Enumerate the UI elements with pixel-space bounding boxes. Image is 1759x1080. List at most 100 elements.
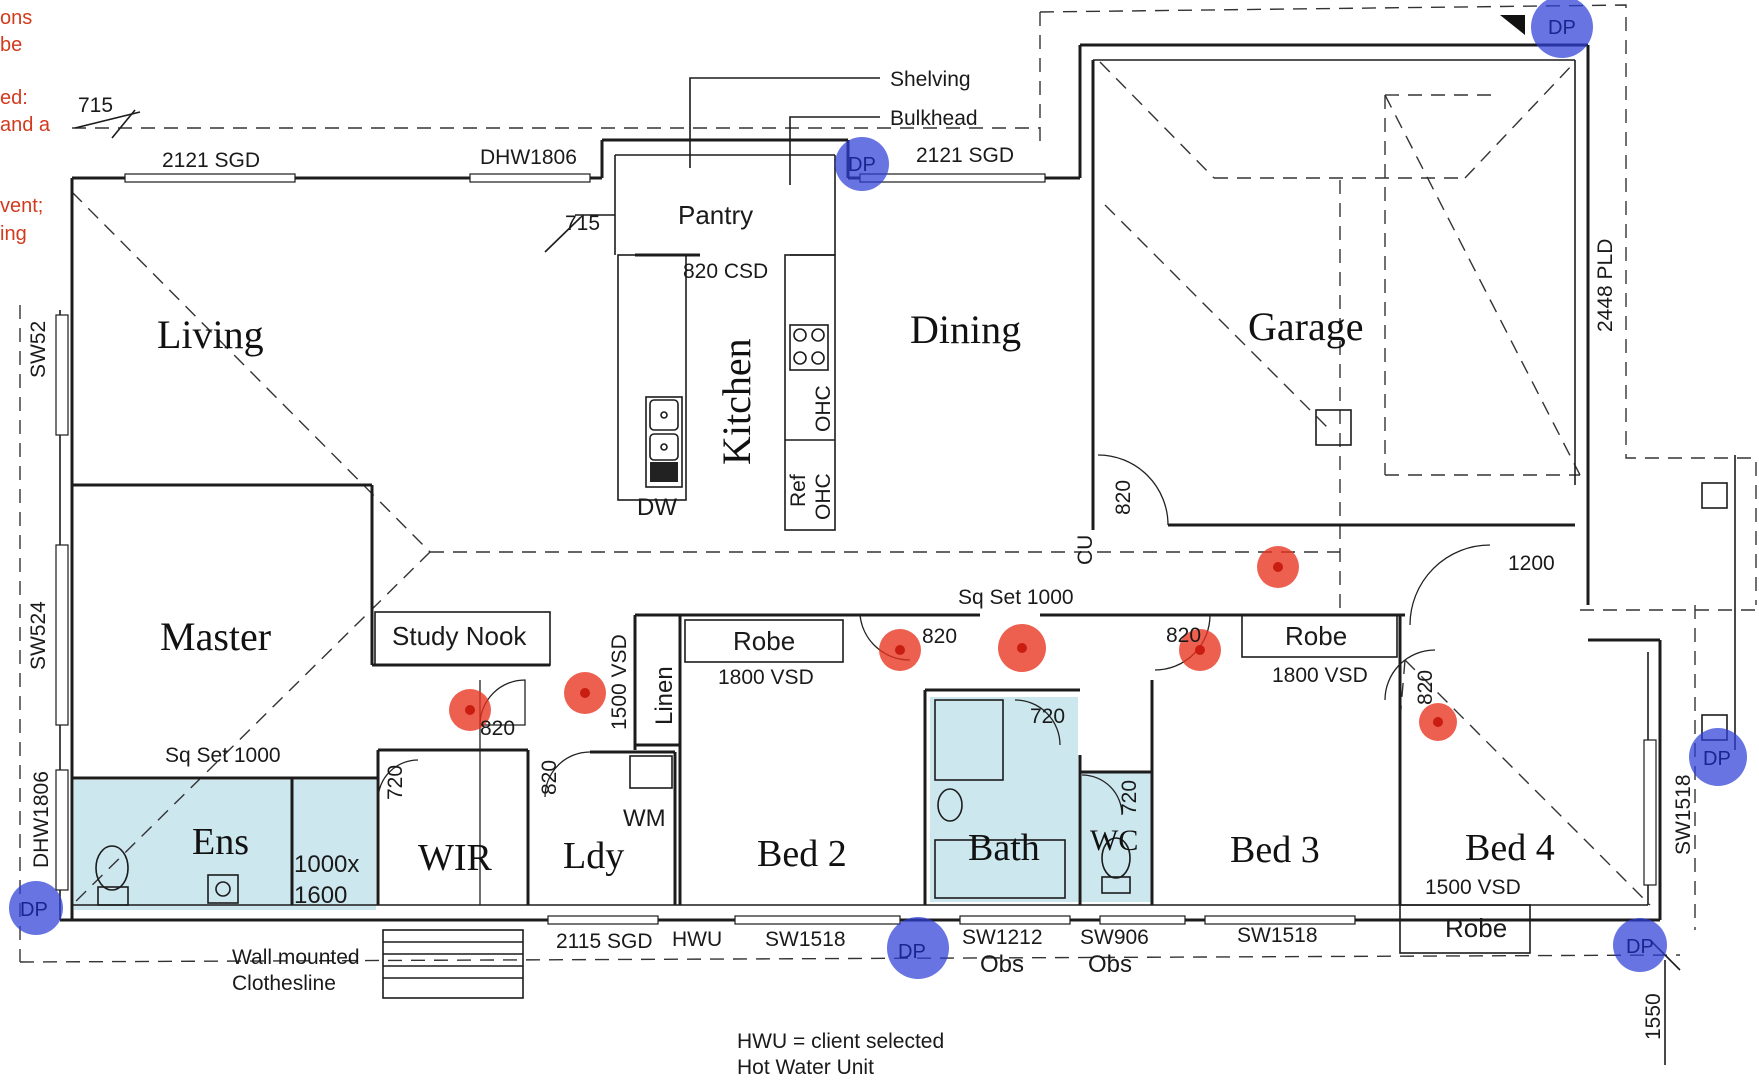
toilet-icon <box>95 837 1131 906</box>
svg-text:SW906: SW906 <box>1080 926 1149 949</box>
downpipe-label: DP <box>20 899 48 921</box>
svg-text:be: be <box>0 34 22 56</box>
room-bath: Bath <box>968 827 1040 869</box>
downpipe-label: DP <box>1548 17 1576 39</box>
svg-text:1800 VSD: 1800 VSD <box>1272 664 1368 687</box>
svg-text:1550: 1550 <box>1642 993 1665 1040</box>
svg-text:1200: 1200 <box>1508 552 1555 575</box>
svg-text:2115 SGD: 2115 SGD <box>556 930 653 953</box>
windows <box>55 173 1657 925</box>
room-kitchen: Kitchen <box>714 338 759 465</box>
svg-text:820: 820 <box>1166 624 1201 647</box>
downpipe-icon <box>1689 728 1747 786</box>
svg-text:820 CSD: 820 CSD <box>683 260 768 283</box>
svg-text:720: 720 <box>1030 705 1065 728</box>
svg-text:1600: 1600 <box>294 882 347 909</box>
svg-text:DW: DW <box>637 494 677 521</box>
svg-text:and a: and a <box>0 114 51 136</box>
svg-text:WM: WM <box>623 805 666 832</box>
room-dining: Dining <box>910 307 1021 352</box>
room-ens: Ens <box>192 821 249 863</box>
smoke-alarms <box>449 546 1457 741</box>
svg-text:820: 820 <box>538 760 561 795</box>
svg-text:DHW1806: DHW1806 <box>480 146 577 169</box>
ensuite-wet-area <box>74 780 376 910</box>
svg-text:1800 VSD: 1800 VSD <box>718 666 814 689</box>
downpipes: DP DP DP DP DP DP <box>9 0 1747 979</box>
svg-text:Ref: Ref <box>787 474 810 507</box>
room-wc: WC <box>1090 824 1138 857</box>
svg-text:HWU: HWU <box>672 928 722 951</box>
svg-text:SW1212: SW1212 <box>962 926 1043 949</box>
downpipe-icon <box>835 137 889 191</box>
svg-text:Shelving: Shelving <box>890 68 971 91</box>
room-bed2: Bed 2 <box>757 833 847 875</box>
svg-text:1500 VSD: 1500 VSD <box>1425 876 1521 899</box>
svg-text:Robe: Robe <box>1285 621 1347 651</box>
svg-text:Clothesline: Clothesline <box>232 972 336 995</box>
downpipe-label: DP <box>848 154 876 176</box>
svg-text:SW52: SW52 <box>27 321 50 378</box>
svg-text:HWU = client selected: HWU = client selected <box>737 1030 944 1053</box>
basin-icon <box>207 788 963 904</box>
svg-text:Wall mounted: Wall mounted <box>232 946 360 969</box>
walls <box>59 43 1736 999</box>
svg-text:ons: ons <box>0 7 32 29</box>
room-wir: WIR <box>418 837 493 879</box>
svg-text:Obs: Obs <box>980 951 1024 978</box>
svg-text:SW1518: SW1518 <box>1672 774 1695 855</box>
downpipe-icon <box>1531 0 1593 58</box>
svg-text:Sq Set 1000: Sq Set 1000 <box>165 744 281 767</box>
svg-text:720: 720 <box>1118 780 1141 815</box>
downpipe-label: DP <box>1703 748 1731 770</box>
svg-text:Bulkhead: Bulkhead <box>890 107 978 130</box>
svg-text:2121 SGD: 2121 SGD <box>916 144 1014 167</box>
svg-text:SW1518: SW1518 <box>1237 924 1318 947</box>
svg-text:820: 820 <box>922 625 957 648</box>
svg-text:CU: CU <box>1074 535 1097 565</box>
room-garage: Garage <box>1248 304 1363 349</box>
svg-text:Study Nook: Study Nook <box>392 621 527 651</box>
svg-text:SW1518: SW1518 <box>765 928 846 951</box>
svg-text:OHC: OHC <box>812 473 835 520</box>
svg-text:Obs: Obs <box>1088 951 1132 978</box>
downpipe-icon <box>9 881 63 935</box>
downpipe-icon <box>1613 918 1667 972</box>
downpipe-label: DP <box>1626 936 1654 958</box>
svg-text:2121 SGD: 2121 SGD <box>162 149 260 172</box>
svg-text:1000x: 1000x <box>294 851 359 878</box>
svg-text:DHW1806: DHW1806 <box>30 771 53 868</box>
downpipe-icon <box>887 917 949 979</box>
svg-text:ed:: ed: <box>0 87 28 109</box>
svg-text:820: 820 <box>1112 480 1135 515</box>
side-note: ons be ed: and a vent; ing <box>0 7 51 245</box>
svg-text:SW524: SW524 <box>27 601 50 670</box>
svg-text:1500 VSD: 1500 VSD <box>608 634 631 730</box>
svg-text:Hot Water Unit: Hot Water Unit <box>737 1056 874 1079</box>
svg-text:Robe: Robe <box>1445 913 1507 943</box>
svg-text:820: 820 <box>480 717 515 740</box>
room-labels: Living Kitchen Dining Garage Master Ens … <box>157 200 1555 879</box>
svg-text:Sq Set 1000: Sq Set 1000 <box>958 586 1074 609</box>
svg-text:720: 720 <box>384 765 407 800</box>
cooktop-icon <box>793 328 825 365</box>
room-pantry: Pantry <box>678 200 753 230</box>
room-master: Master <box>160 614 271 659</box>
svg-text:715: 715 <box>78 94 113 117</box>
svg-text:Robe: Robe <box>733 626 795 656</box>
sink-icon <box>649 399 679 482</box>
svg-text:715: 715 <box>565 212 600 235</box>
svg-text:2448 PLD: 2448 PLD <box>1594 239 1617 332</box>
downpipe-label: DP <box>898 941 926 963</box>
svg-text:Linen: Linen <box>651 666 678 725</box>
bath-wet-area <box>930 697 1078 902</box>
svg-text:820: 820 <box>1414 670 1437 705</box>
roof-outline <box>19 4 1757 963</box>
room-living: Living <box>157 312 264 357</box>
svg-text:vent;: vent; <box>0 195 43 217</box>
svg-text:OHC: OHC <box>812 385 835 432</box>
room-ldy: Ldy <box>563 835 624 877</box>
plan-annotations: Shelving Bulkhead 715 2121 SGD DHW1806 2… <box>27 68 1695 1079</box>
room-bed4: Bed 4 <box>1465 827 1555 869</box>
